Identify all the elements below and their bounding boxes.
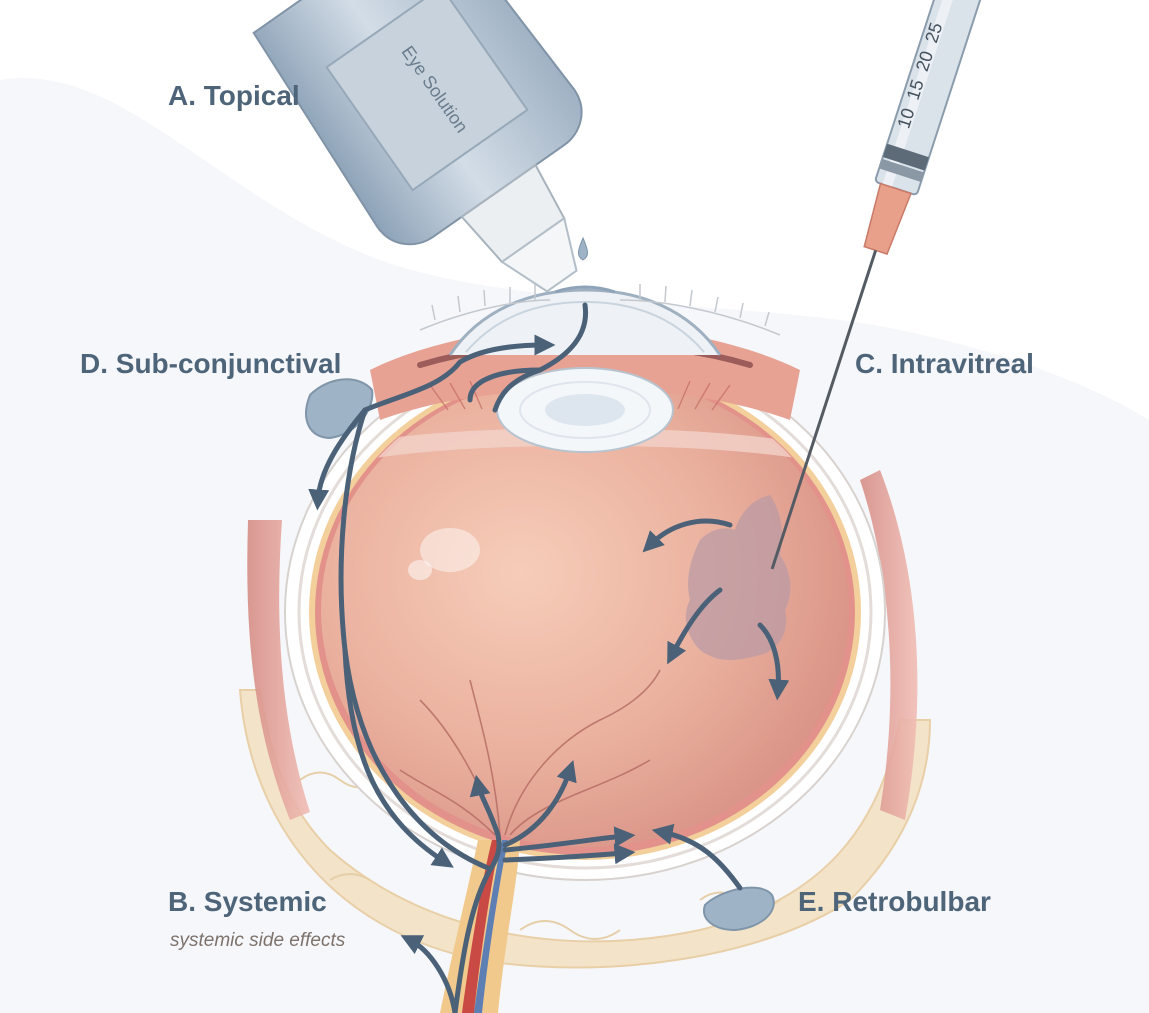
eye-drop (578, 238, 587, 260)
systemic-side-effects-note: systemic side effects (170, 930, 345, 952)
label-intravitreal: C. Intravitreal (855, 348, 1034, 380)
label-systemic: B. Systemic (168, 886, 327, 918)
label-topical: A. Topical (168, 80, 300, 112)
label-retrobulbar: E. Retrobulbar (798, 886, 991, 918)
label-subconjunctival: D. Sub-conjunctival (80, 348, 341, 380)
